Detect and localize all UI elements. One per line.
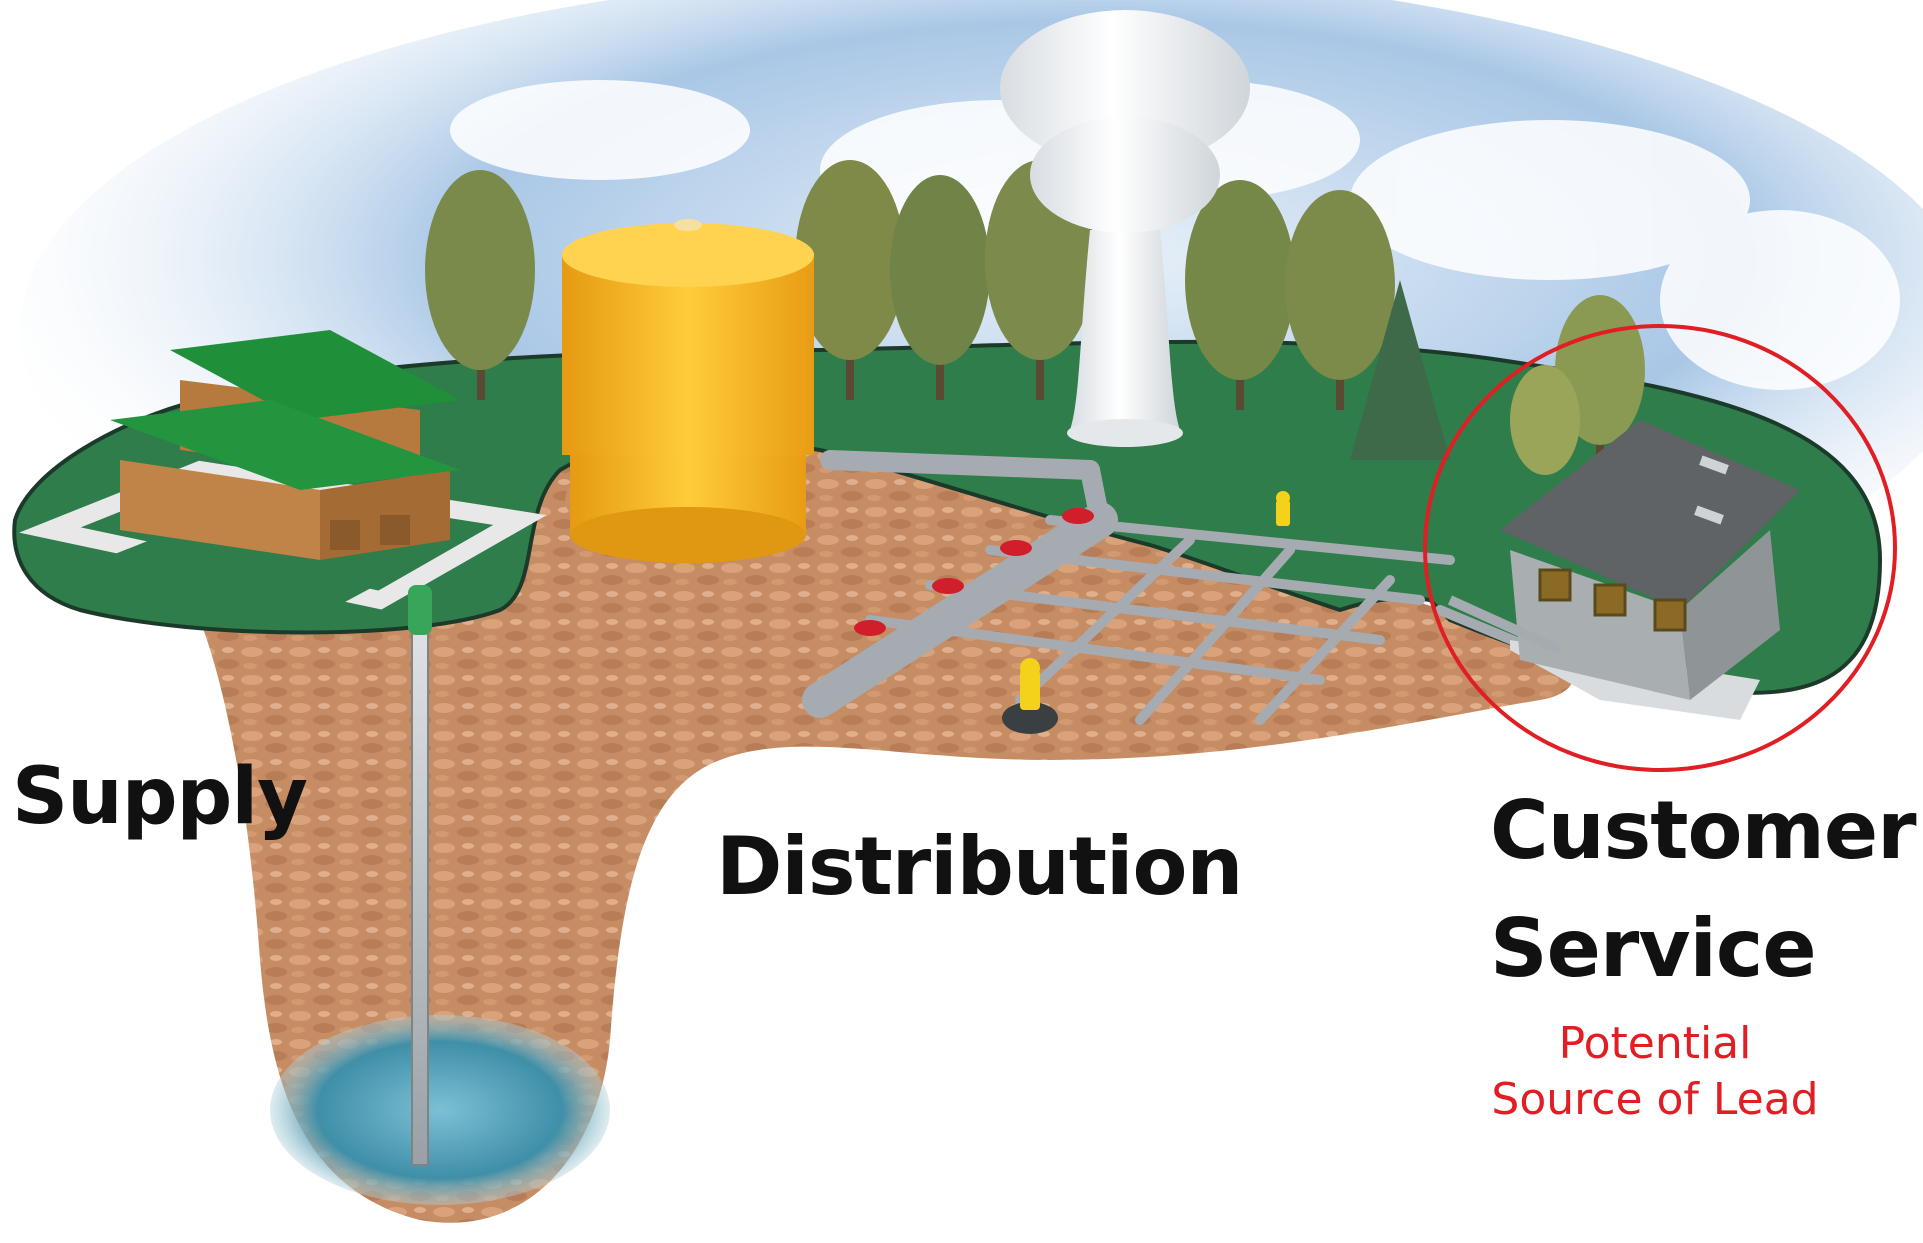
valve-icon — [854, 620, 886, 636]
house-icon — [1500, 420, 1800, 720]
supply-label: Supply — [12, 752, 308, 842]
customer-service-label: Customer Service — [1490, 772, 1917, 1008]
pine-tree-icon — [1350, 280, 1450, 460]
tree-icon — [1285, 190, 1395, 410]
note-line2: Source of Lead — [1491, 1074, 1819, 1125]
tree-icon — [1185, 180, 1295, 410]
valves — [854, 508, 1094, 636]
lead-source-note: Potential Source of Lead — [1470, 1016, 1840, 1128]
valve-icon — [1062, 508, 1094, 524]
highlight-circle — [1423, 324, 1897, 772]
hydrant-icon — [1276, 491, 1290, 526]
note-line1: Potential — [1558, 1018, 1752, 1069]
building-icon — [19, 330, 547, 610]
trees — [425, 160, 1645, 475]
customer-label-line2: Service — [1490, 902, 1817, 995]
valve-icon — [1000, 540, 1032, 556]
tree-icon — [890, 175, 990, 400]
tree-icon — [795, 160, 905, 400]
service-line — [1447, 595, 1563, 655]
well-icon — [408, 585, 432, 1166]
aquifer — [270, 1015, 610, 1205]
hydrant-icon — [1002, 658, 1058, 734]
tank-icon — [562, 219, 814, 563]
pipe-network — [802, 450, 1565, 725]
tree-icon — [1510, 365, 1580, 475]
water-tower-icon — [1000, 10, 1250, 447]
valve-icon — [932, 578, 964, 594]
customer-label-line1: Customer — [1490, 784, 1917, 877]
distribution-label: Distribution — [716, 820, 1243, 913]
tree-icon — [425, 170, 535, 400]
